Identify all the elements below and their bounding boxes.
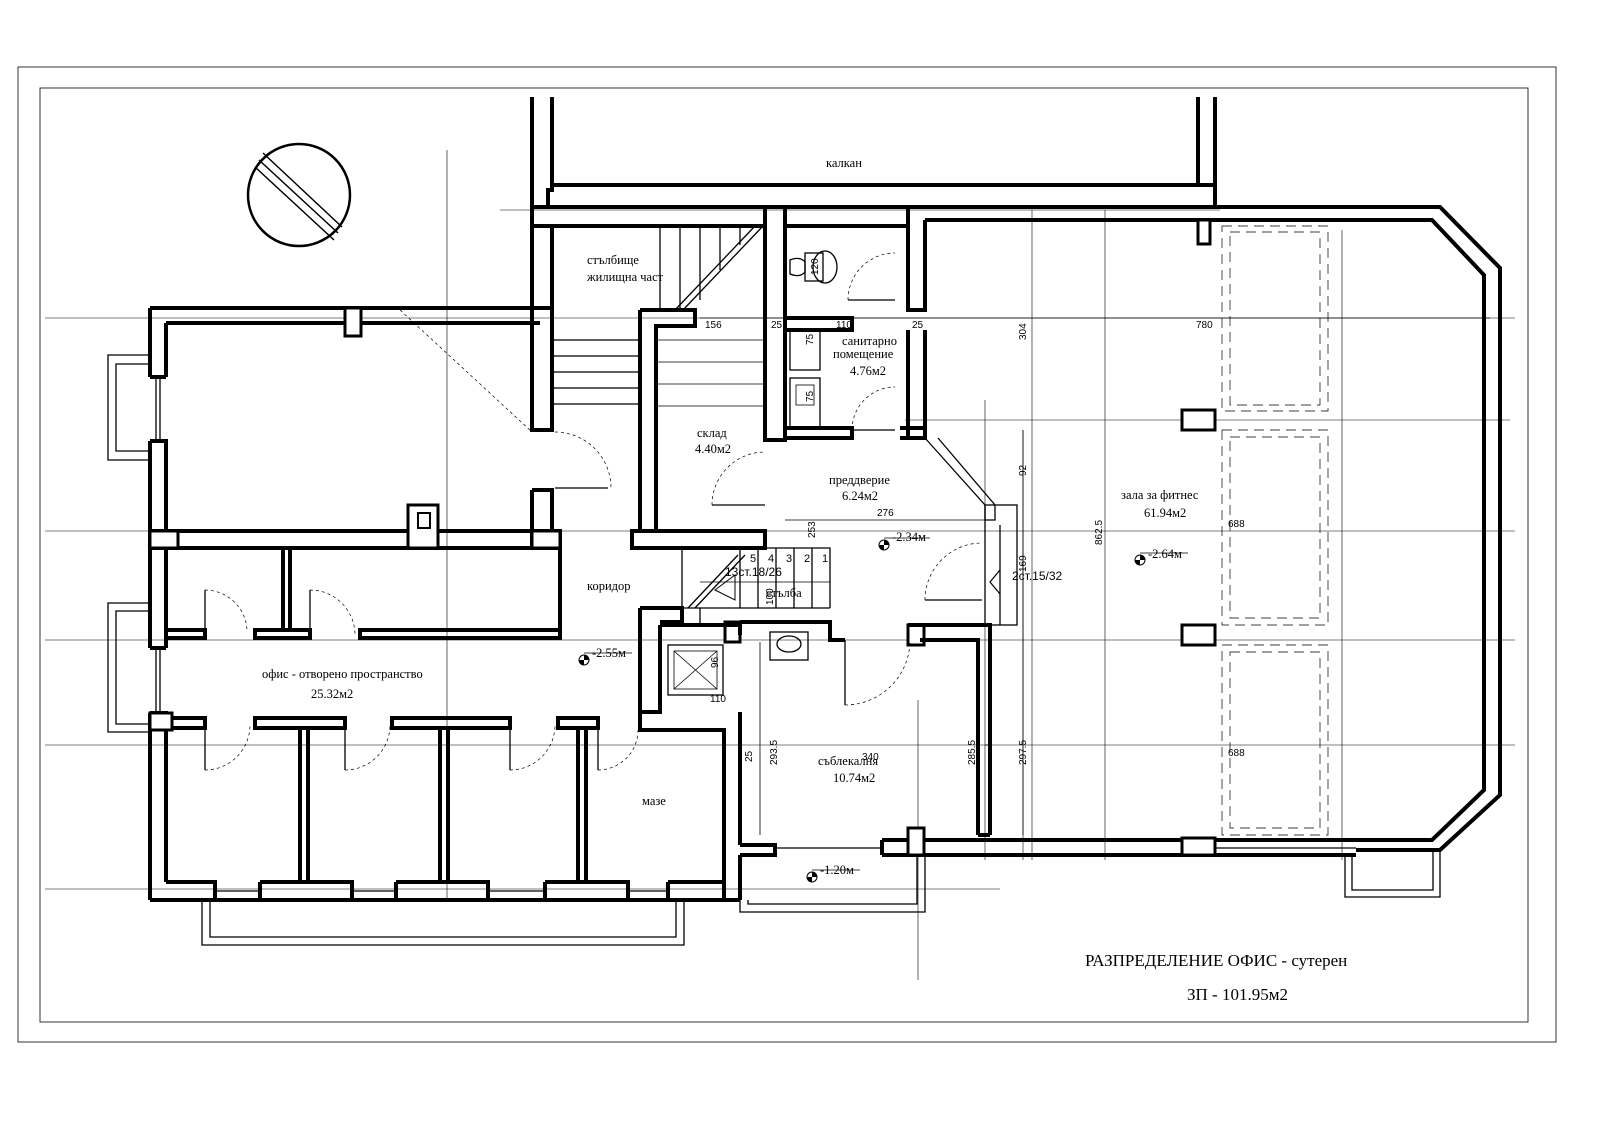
dim-688-b: 688: [1228, 748, 1245, 759]
label-office: офис - отворено пространство: [262, 667, 423, 681]
window-bays: [107, 354, 1441, 946]
title-block: РАЗПРЕДЕЛЕНИЕ ОФИС - сутерен ЗП - 101.95…: [1085, 951, 1347, 1004]
internal-stair: [681, 547, 831, 625]
label-sanitary-area: 4.76м2: [850, 364, 886, 378]
residential-stair: [399, 225, 765, 433]
dim-25-b: 25: [912, 320, 924, 331]
level-corridor: -2.55м: [592, 646, 626, 660]
label-ramp-spec: 2ст.15/32: [1012, 569, 1063, 583]
dim-253: 253: [807, 521, 818, 538]
level-marker-corridor-icon: [578, 652, 632, 666]
label-lobby-area: 6.24м2: [842, 489, 878, 503]
dim-688-a: 688: [1228, 519, 1245, 530]
dim-25-a: 25: [771, 320, 783, 331]
step-4: 4: [768, 553, 774, 565]
step-2: 2: [804, 553, 810, 565]
step-3: 3: [786, 553, 792, 565]
dim-96: 96: [710, 656, 721, 668]
label-stair-res-1: стълбище: [587, 253, 639, 267]
columns: [148, 218, 1217, 857]
dimension-labels: 156 25 110 25 780 304 120 75 75 92 276 2…: [705, 258, 1245, 765]
dim-169: 169: [1018, 555, 1029, 572]
label-stair-res-2: жилищна част: [586, 270, 664, 284]
level-fitness: -2.64м: [1148, 547, 1182, 561]
dim-120: 120: [810, 258, 821, 275]
label-storage-area: 4.40м2: [695, 442, 731, 456]
label-changing-area: 10.74м2: [833, 771, 875, 785]
kalkan-wall: [530, 97, 1217, 209]
doors: [204, 252, 983, 771]
label-kalkan: калкан: [826, 156, 862, 170]
dim-156: 156: [705, 320, 722, 331]
label-stair-spec: 13ст.18/26: [725, 565, 782, 579]
level-marker-lobby-icon: [878, 537, 930, 551]
label-fitness: зала за фитнес: [1121, 488, 1199, 502]
office-interior-walls: [148, 529, 600, 884]
step-5: 5: [750, 553, 756, 565]
dim-304: 304: [1018, 323, 1029, 340]
step-1: 1: [822, 553, 828, 565]
dim-780: 780: [1196, 320, 1213, 331]
dim-276: 276: [877, 508, 894, 519]
dim-92: 92: [1018, 464, 1029, 476]
label-cellar: мазе: [642, 794, 666, 808]
dim-75-a: 75: [805, 333, 816, 345]
label-corridor: коридор: [587, 579, 631, 593]
dim-862: 862.5: [1094, 520, 1105, 545]
dim-25-c: 25: [744, 750, 755, 762]
dim-297: 297.5: [1018, 740, 1029, 765]
label-sanitary-2: помещение: [833, 347, 894, 361]
label-changing: съблекалня: [818, 754, 878, 768]
plan-title: РАЗПРЕДЕЛЕНИЕ ОФИС - сутерен: [1085, 951, 1347, 970]
drawing-frame: [17, 66, 1557, 1043]
sanitary-fixtures: [667, 250, 838, 696]
level-entry: -1.20м: [820, 863, 854, 877]
dim-340: 340: [862, 752, 879, 763]
dim-100: 100: [765, 588, 776, 605]
label-stair: стълба: [766, 586, 802, 600]
level-lobby: -2.34м: [892, 530, 926, 544]
label-office-area: 25.32м2: [311, 687, 353, 701]
fitness-dashed-zones: [1221, 225, 1329, 836]
label-fitness-area: 61.94м2: [1144, 506, 1186, 520]
plan-area: ЗП - 101.95м2: [1187, 985, 1288, 1004]
level-marker-entry-icon: [806, 869, 860, 883]
level-marker-fitness-icon: [1134, 552, 1188, 566]
label-sanitary-1: санитарно: [842, 334, 897, 348]
level-marker-icons: [578, 537, 1188, 883]
dimension-lines: [700, 317, 1490, 835]
level-labels: -2.34м -2.64м -2.55м -1.20м: [592, 530, 1182, 877]
lobby-steps: [924, 437, 1018, 626]
dim-293: 293.5: [769, 740, 780, 765]
label-lobby: преддверие: [829, 473, 890, 487]
dim-285: 285.5: [967, 740, 978, 765]
label-storage: склад: [697, 426, 727, 440]
dim-75-b: 75: [805, 390, 816, 402]
dim-110-a: 110: [836, 320, 852, 331]
compass-icon: [246, 142, 352, 248]
room-labels: калкан стълбище жилищна част санитарно п…: [262, 156, 1199, 808]
dim-110-b: 110: [710, 694, 726, 705]
